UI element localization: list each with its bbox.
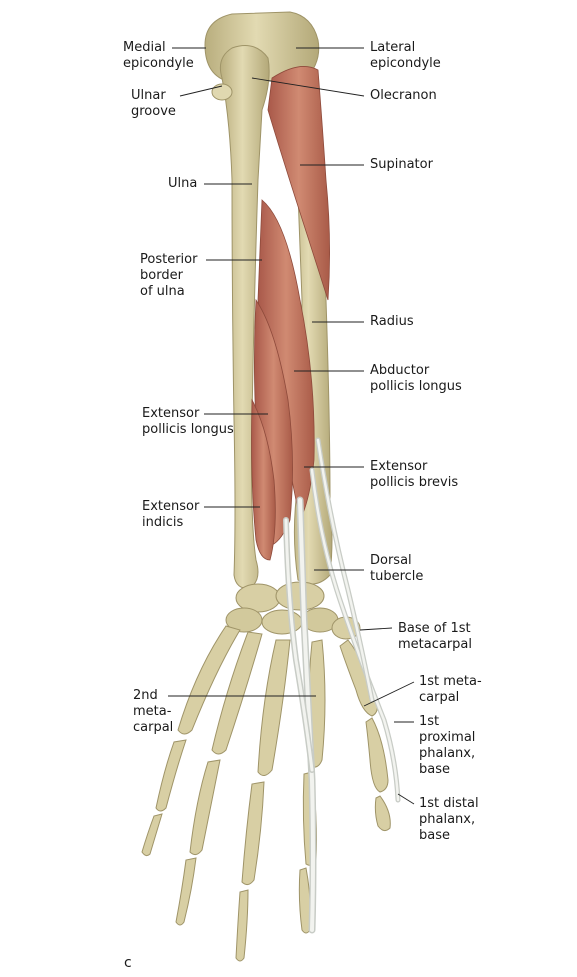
label-base-of-1st-metacarpal: Base of 1st metacarpal xyxy=(398,621,473,652)
panel-letter: c xyxy=(124,955,132,971)
label-supinator: Supinator xyxy=(370,157,433,172)
label-dorsal-tubercle: Dorsal tubercle xyxy=(370,553,424,584)
supinator-muscle xyxy=(267,66,330,301)
label-2nd-metacarpal: 2nd meta- carpal xyxy=(133,688,174,735)
label-medial-epicondyle: Medial epicondyle xyxy=(123,40,194,71)
ulna-bone xyxy=(211,45,270,589)
label-extensor-pollicis-brevis: Extensor pollicis brevis xyxy=(370,459,459,490)
label-radius: Radius xyxy=(370,314,414,329)
label-1st-metacarpal: 1st meta- carpal xyxy=(419,674,482,705)
label-extensor-pollicis-longus: Extensor pollicis longus xyxy=(142,406,234,437)
label-1st-proximal-phalanx-base: 1st proximal phalanx, base xyxy=(419,714,476,777)
label-abductor-pollicis-longus: Abductor pollicis longus xyxy=(370,363,462,394)
label-posterior-border-of-ulna: Posterior border of ulna xyxy=(140,252,198,299)
extensor-tendons xyxy=(283,437,401,934)
label-extensor-indicis: Extensor indicis xyxy=(142,499,200,530)
label-lateral-epicondyle: Lateral epicondyle xyxy=(370,40,441,71)
leader-lines xyxy=(168,47,415,805)
deep-extensor-muscles xyxy=(251,199,315,561)
label-olecranon: Olecranon xyxy=(370,88,437,103)
label-1st-distal-phalanx-base: 1st distal phalanx, base xyxy=(419,796,479,843)
label-ulna: Ulna xyxy=(168,176,198,191)
hand-bones xyxy=(141,625,391,962)
label-ulnar-groove: Ulnar groove xyxy=(131,88,176,119)
